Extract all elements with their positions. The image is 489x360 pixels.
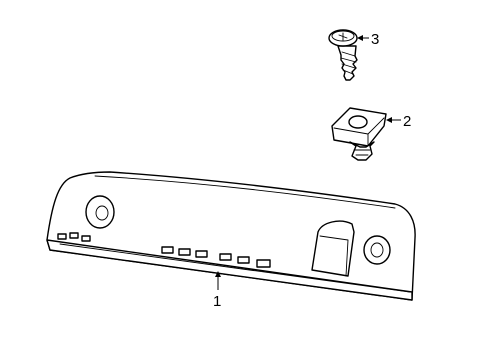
callout-2: 2 bbox=[403, 113, 411, 130]
screw-part bbox=[328, 29, 358, 81]
callout-1: 1 bbox=[213, 293, 221, 310]
lamp-housing-part bbox=[46, 171, 416, 301]
callout-3: 3 bbox=[371, 31, 379, 48]
retainer-clip-part bbox=[331, 107, 387, 161]
